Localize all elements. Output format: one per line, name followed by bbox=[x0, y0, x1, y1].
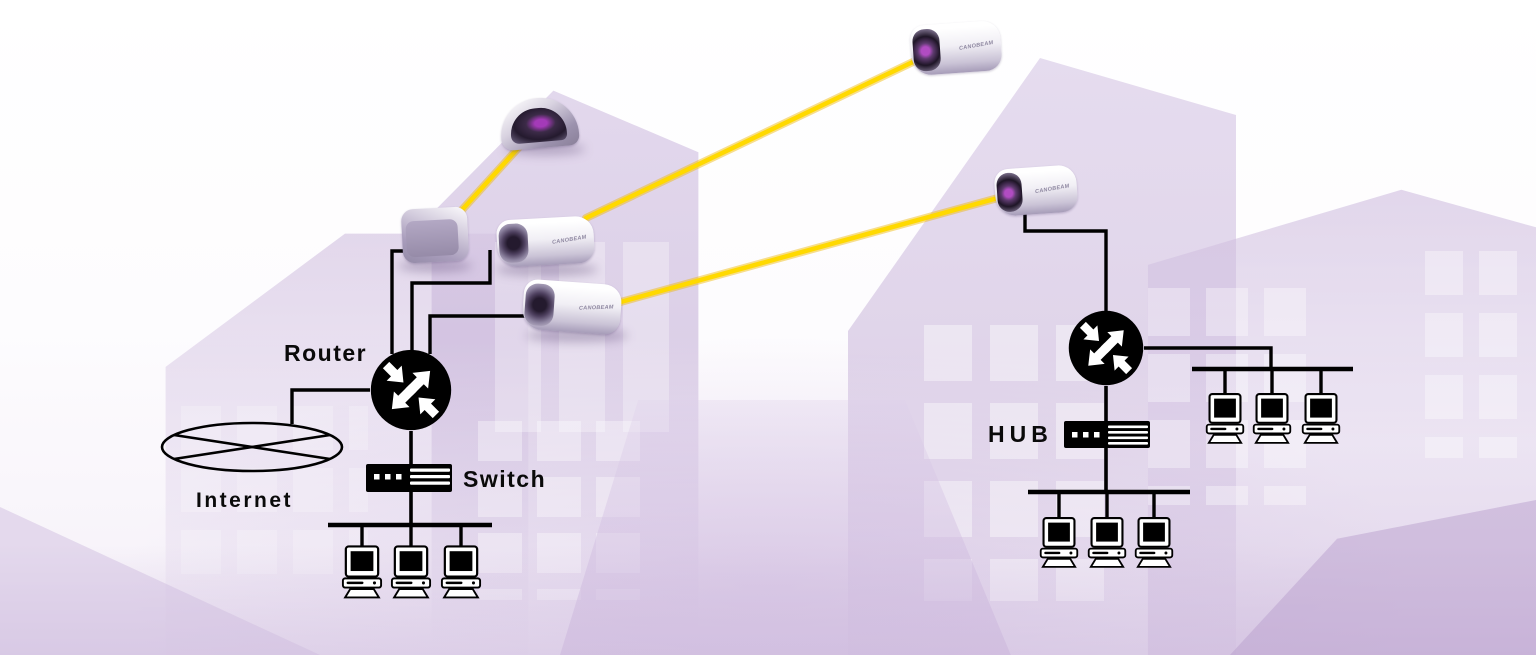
wireless-unit-back-panel bbox=[405, 218, 460, 258]
wireless-unit-rooftop-arch bbox=[497, 94, 581, 152]
router-icon-right bbox=[1068, 310, 1144, 386]
internet-ellipse bbox=[160, 421, 344, 473]
workstation-icon bbox=[1301, 393, 1341, 444]
wireless-unit-rear-view bbox=[400, 206, 470, 264]
building-right-front-windows-right bbox=[1425, 250, 1529, 458]
workstation-icon bbox=[1252, 393, 1292, 444]
router-label: Router bbox=[284, 340, 368, 366]
wireless-unit-endcap bbox=[523, 282, 556, 327]
switch-icon bbox=[366, 464, 452, 492]
hub-label: HUB bbox=[988, 421, 1053, 447]
wireless-unit-right-rooftop: CANOBEAM bbox=[909, 19, 1003, 77]
workstation-icon bbox=[1039, 517, 1079, 568]
line-router-to-internet bbox=[290, 388, 370, 424]
wireless-unit-left-b: CANOBEAM bbox=[521, 278, 623, 336]
workstation-icon bbox=[390, 545, 432, 599]
internet-label: Internet bbox=[196, 489, 294, 512]
wireless-unit-lens bbox=[911, 28, 942, 72]
hub-icon bbox=[1064, 421, 1150, 448]
cable-unit-a-to-router bbox=[410, 250, 492, 354]
workstation-icon bbox=[1205, 393, 1245, 444]
cable-unit-b-to-router bbox=[428, 314, 532, 354]
router-icon-left bbox=[370, 349, 452, 431]
device-brand-label: CANOBEAM bbox=[579, 304, 615, 312]
wireless-unit-left-a: CANOBEAM bbox=[495, 215, 596, 268]
workstation-icon bbox=[1087, 517, 1127, 568]
wireless-unit-lens bbox=[995, 172, 1023, 213]
line-router-to-lan-right-upper bbox=[1144, 346, 1273, 369]
workstation-icon bbox=[440, 545, 482, 599]
optical-beam-long-link bbox=[583, 47, 941, 221]
cable-unit-wall-to-router bbox=[1023, 206, 1108, 312]
switch-label: Switch bbox=[463, 466, 547, 492]
wireless-unit-endcap bbox=[498, 222, 530, 264]
workstation-icon bbox=[341, 545, 383, 599]
optical-beam-cross-street-link bbox=[614, 190, 1019, 306]
workstation-icon bbox=[1134, 517, 1174, 568]
wireless-unit-right-wall: CANOBEAM bbox=[993, 164, 1079, 217]
